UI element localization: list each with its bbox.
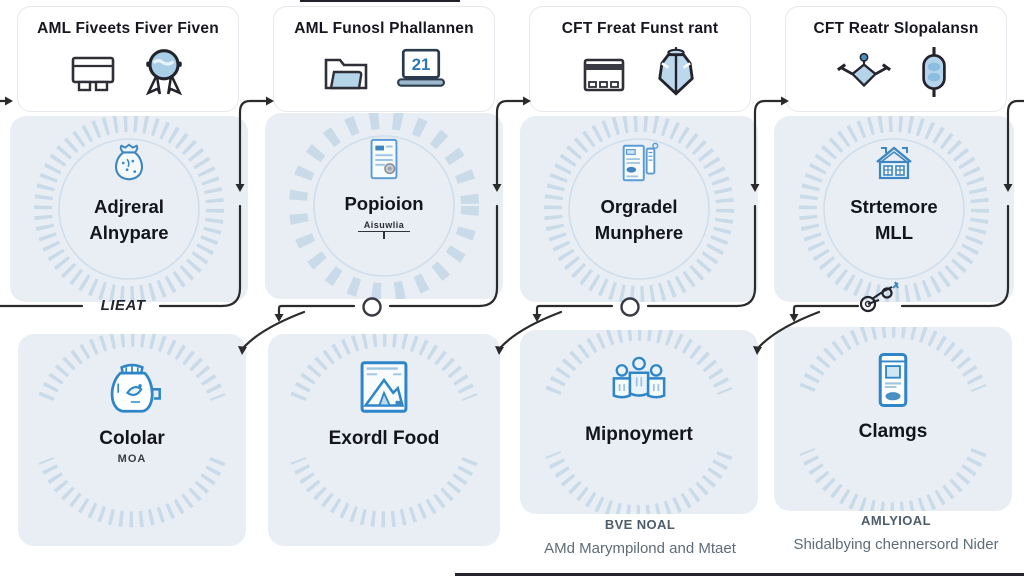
column-2: AML Funosl Phallannen 21 [256,0,512,576]
vest-icon [658,47,694,96]
stage-title-line: Adjreral [94,196,164,217]
substage-title: Mipnoymert [585,424,693,445]
people-icon [612,356,666,399]
substage-title: Clamgs [858,421,928,442]
phone-icon [878,352,908,408]
header-icons: 21 [274,46,494,94]
folder-icon [324,58,368,90]
header-icons [530,46,750,98]
medal-icon [145,49,183,96]
substage-card: Clamgs [774,327,1012,511]
substage-subtitle: MOA [117,453,147,465]
column-header: CFT Reatr Slopalansn [813,20,979,37]
header-card: AML Funosl Phallannen 21 [273,6,495,112]
receipt-icon [622,142,659,182]
table-icon [71,56,115,92]
header-icons [786,46,1006,98]
stage-content: Strtemore MLL [774,116,1014,246]
stage-card: Popioion Aisuwlia [265,113,503,299]
column-header: AML Fiveets Fiver Fiven [37,20,219,37]
column-header: AML Funosl Phallannen [294,20,474,37]
bottom-edge-mark [455,573,1024,576]
column-caption: AMLYIOAL Shidalbying chennersord Nider [768,513,1024,553]
capsule-icon [922,47,946,97]
stage-card: Strtemore MLL [774,116,1014,302]
header-card: AML Fiveets Fiver Fiven [17,6,239,112]
substage-content: Cololar MOA [18,334,246,465]
top-edge-mark [300,0,460,2]
stage-content: Adjreral Alnypare [10,116,248,246]
caption-title: BVE NOAL [604,517,676,532]
subtitle-stem [383,232,385,239]
kettle-icon [110,363,161,413]
caption-title: AMLYIOAL [861,513,931,528]
column-header: CFT Freat Funst rant [561,20,719,37]
bank-icon [876,146,912,180]
picture-icon [360,361,408,413]
laptop-icon: 21 [397,48,445,87]
card-icon [583,58,625,92]
substage-content: Clamgs [774,327,1012,443]
stage-title-line: Popioion [344,193,424,214]
stage-title-line: Orgradel [600,196,678,217]
stage-title-line: MLL [874,222,913,243]
caption-text: Shidalbying chennersord Nider [793,536,999,553]
substage-card: Cololar MOA [18,334,246,546]
column-1: AML Fiveets Fiver Fiven [0,0,256,576]
column-caption: BVE NOAL AMd Marympilond and Mtaet [512,517,768,557]
stage-subtitle: Aisuwlia [357,220,411,232]
substage-card: Mipnoymert [520,330,758,514]
column-4: CFT Reatr Slopalansn [768,0,1024,576]
caption-text: AMd Marympilond and Mtaet [544,540,736,557]
stage-content: Orgradel Munphere [520,116,758,246]
substage-content: Exordl Food [268,334,500,450]
substage-title: Exordl Food [328,428,440,449]
column-3: CFT Freat Funst rant [512,0,768,576]
connector-label: LIEAT [100,297,146,314]
substage-title: Cololar [99,428,165,449]
stage-title-line: Alnypare [89,222,169,243]
stage-title-line: Munphere [594,222,684,243]
substage-card: Exordl Food [268,334,500,546]
header-card: CFT Reatr Slopalansn [785,6,1007,112]
stage-card: Orgradel Munphere [520,116,758,302]
header-icons [18,46,238,96]
substage-content: Mipnoymert [520,330,758,446]
money-bag-icon [115,143,143,181]
laptop-screen-text: 21 [412,55,431,74]
header-card: CFT Freat Funst rant [529,6,751,112]
stage-content: Popioion Aisuwlia [265,113,503,239]
drone-icon [837,52,891,88]
stage-title-line: Strtemore [850,196,938,217]
stage-card: Adjreral Alnypare [10,116,248,302]
certificate-icon [370,138,398,180]
